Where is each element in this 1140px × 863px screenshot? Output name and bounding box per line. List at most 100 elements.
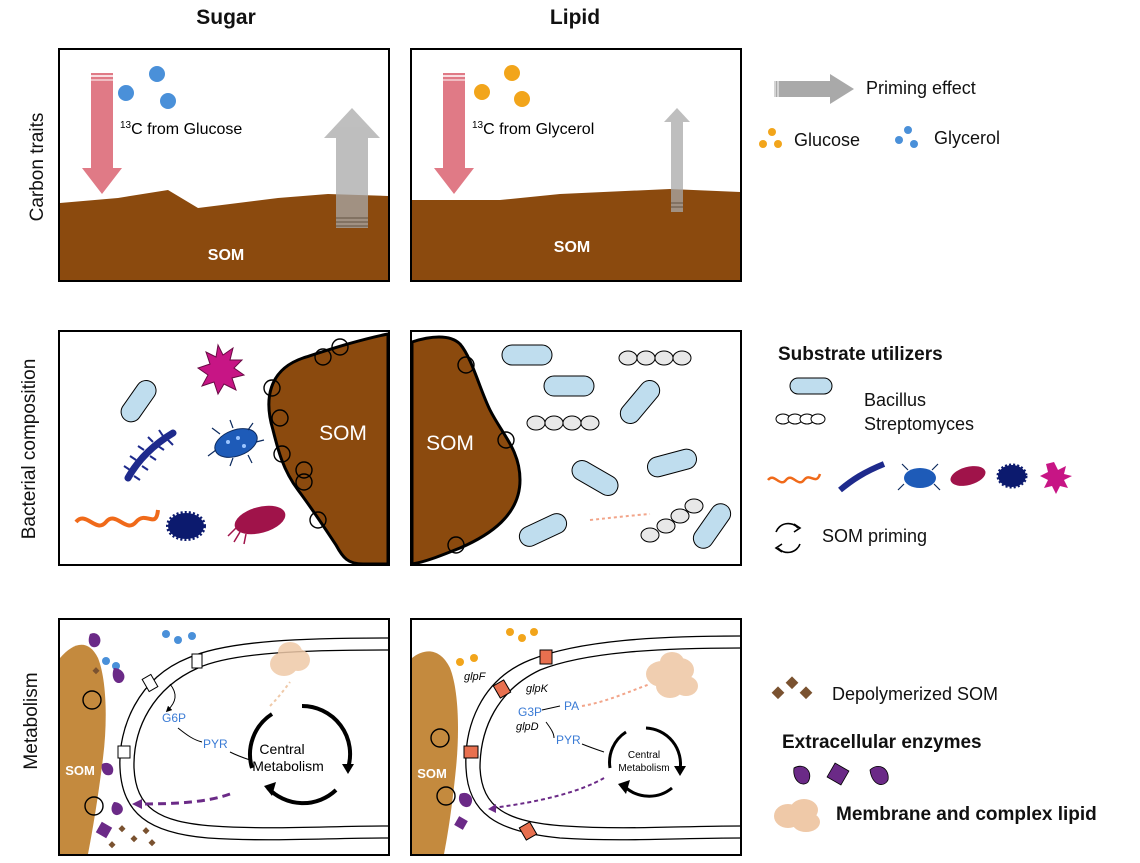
enzyme bbox=[458, 792, 473, 808]
outer-membrane bbox=[465, 635, 741, 841]
gene-glpF: glpF bbox=[464, 671, 487, 683]
panel-carbon-sugar: SOM 13C from Glucose bbox=[58, 48, 390, 282]
star-bacterium bbox=[196, 343, 246, 396]
red-input-arrow bbox=[434, 71, 474, 194]
legend-streptomyces: Streptomyces bbox=[864, 414, 975, 434]
panel-bacterial-lipid: SOM bbox=[410, 330, 742, 566]
legend-substrate-utilizers: Substrate utilizers bbox=[778, 344, 943, 365]
transporter bbox=[117, 745, 131, 759]
legend-som-priming-icon bbox=[774, 522, 802, 554]
som-label: SOM bbox=[554, 239, 590, 256]
centipede-bacterium bbox=[123, 429, 177, 482]
red-input-arrow bbox=[82, 71, 122, 194]
som-label: SOM bbox=[426, 432, 474, 455]
faint-chain-arrow bbox=[589, 513, 651, 521]
streptomyces-chain bbox=[526, 415, 600, 431]
panel-metabolism-sugar: SOM G6P PYR bbox=[58, 618, 390, 856]
legend-depolymerized-som: Depolymerized SOM bbox=[832, 684, 999, 704]
glucose-dot bbox=[474, 84, 490, 100]
bacillus-cell bbox=[501, 344, 553, 366]
legend-glucose-icon bbox=[759, 128, 782, 148]
column-header-lipid: Lipid bbox=[549, 6, 601, 29]
grey-priming-arrow bbox=[664, 108, 690, 212]
metabolite-g3p: G3P bbox=[518, 705, 542, 719]
legend-streptomyces-icon bbox=[775, 413, 826, 425]
bacillus-cell bbox=[619, 380, 661, 424]
spotted-bacterium bbox=[207, 419, 265, 467]
pathway-arrow bbox=[229, 751, 251, 761]
central-cycle bbox=[608, 730, 627, 769]
legend-priming-arrow bbox=[774, 74, 854, 104]
bacillus-cell bbox=[543, 375, 595, 397]
row-label-bacterial: Bacterial composition bbox=[19, 358, 40, 540]
enzyme bbox=[95, 821, 113, 839]
legend-lipid-blob-icon bbox=[774, 799, 820, 832]
som-tan-blob bbox=[412, 651, 458, 854]
bacillus-cell bbox=[518, 513, 568, 547]
spirillum-bacterium bbox=[74, 509, 160, 528]
gene-glpK: glpK bbox=[526, 683, 549, 695]
central-cycle bbox=[301, 703, 353, 769]
flagellated-bacterium bbox=[227, 505, 286, 545]
transporter bbox=[492, 679, 512, 699]
column-header-sugar: Sugar bbox=[196, 6, 256, 29]
legend-membrane-lipid: Membrane and complex lipid bbox=[836, 804, 1097, 825]
legend-som-priming: SOM priming bbox=[822, 526, 928, 546]
panel-bacterial-sugar: SOM bbox=[58, 330, 390, 566]
legend-enzymes-icons bbox=[793, 762, 889, 786]
pathway-arrow bbox=[545, 721, 555, 739]
pathway-arrow bbox=[165, 683, 176, 713]
som-label: SOM bbox=[208, 247, 244, 264]
enzyme bbox=[112, 668, 125, 684]
outer-membrane bbox=[119, 637, 389, 841]
legend-glucose: Glucose bbox=[794, 130, 861, 150]
metabolite-pyr: PYR bbox=[203, 737, 228, 751]
pathway-arrow bbox=[177, 727, 203, 743]
som-blob bbox=[410, 335, 522, 566]
enzyme bbox=[454, 816, 468, 830]
enzyme bbox=[111, 802, 123, 816]
central-cycle bbox=[248, 712, 274, 769]
transporter bbox=[191, 653, 203, 669]
legend-priming-effect: Priming effect bbox=[866, 78, 976, 98]
glycerol-dot bbox=[160, 93, 176, 109]
som-label: SOM bbox=[65, 763, 95, 778]
glycerol-dot bbox=[149, 66, 165, 82]
central-cycle bbox=[622, 784, 673, 798]
pathway-arrow bbox=[581, 743, 605, 753]
enzyme bbox=[101, 762, 114, 776]
bacillus-cell bbox=[692, 503, 732, 549]
transporter bbox=[463, 745, 479, 759]
priming-circles bbox=[447, 356, 515, 554]
panel-carbon-lipid: SOM 13C from Glycerol bbox=[410, 48, 742, 282]
streptomyces-chain bbox=[618, 350, 692, 366]
priming-circles bbox=[263, 338, 349, 529]
legend-glycerol: Glycerol bbox=[934, 128, 1001, 148]
inner-membrane bbox=[479, 647, 741, 829]
secretion-arrow bbox=[137, 792, 231, 806]
legend-depolymerized-icon bbox=[771, 676, 813, 700]
glucose-dot bbox=[514, 91, 530, 107]
glycerol-dot bbox=[118, 85, 134, 101]
som-layer bbox=[412, 189, 740, 280]
metabolite-g6p: G6P bbox=[162, 711, 186, 725]
transporter bbox=[141, 673, 159, 693]
legend-bacillus: Bacillus bbox=[864, 390, 927, 410]
glucose-dot bbox=[504, 65, 520, 81]
grey-priming-arrow bbox=[324, 108, 380, 228]
gene-glpD: glpD bbox=[516, 721, 539, 733]
row-label-carbon: Carbon traits bbox=[27, 112, 48, 222]
metabolite-pa: PA bbox=[564, 699, 579, 713]
spiky-bacterium bbox=[166, 511, 206, 541]
central-cycle bbox=[645, 726, 682, 771]
legend-bacteria-row bbox=[767, 461, 1072, 494]
som-tan-blob bbox=[60, 644, 106, 854]
priming-circles bbox=[82, 690, 104, 816]
inner-membrane bbox=[133, 649, 389, 829]
legend-bacillus-icon bbox=[789, 377, 833, 395]
bacillus-cell bbox=[647, 448, 697, 478]
panel-metabolism-lipid: SOM glpF glpK G3P glpD PA PYR bbox=[410, 618, 742, 856]
bacillus-cell bbox=[571, 460, 619, 496]
